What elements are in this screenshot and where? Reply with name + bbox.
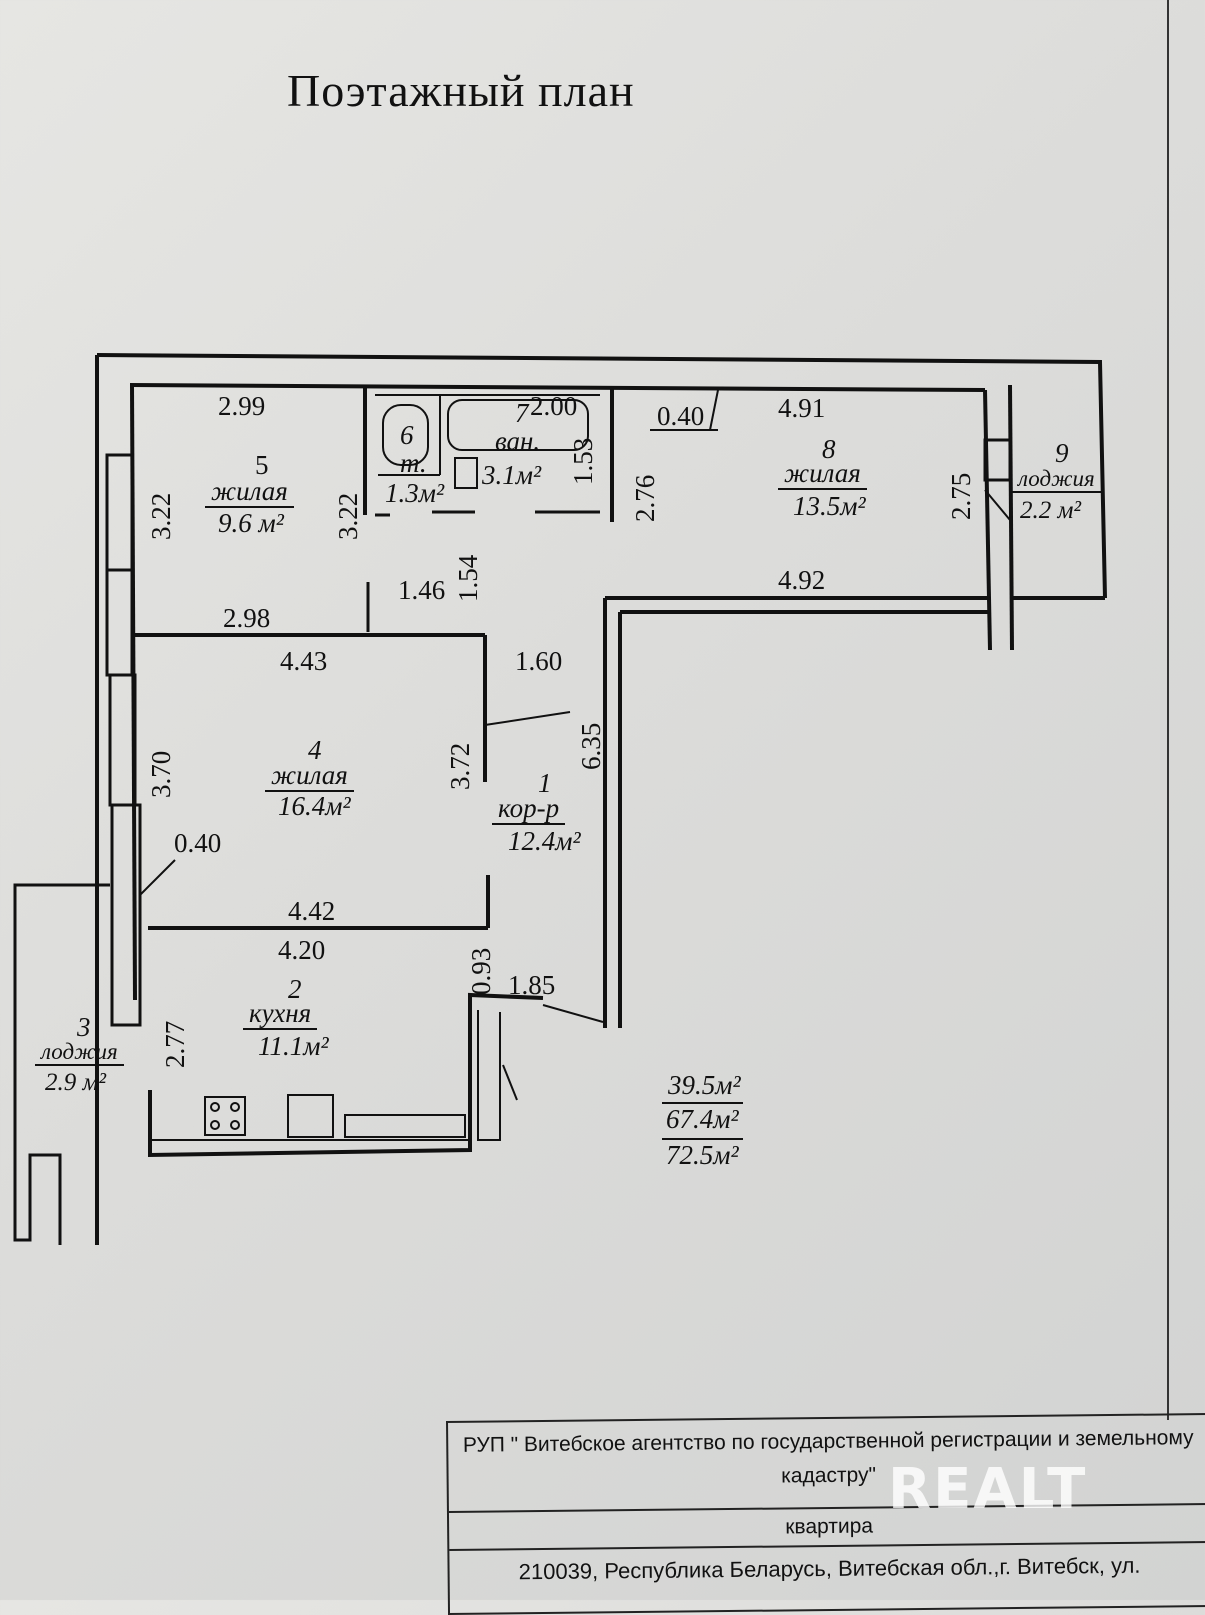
room-5-area: 9.6 м² — [218, 508, 284, 538]
dimension: 2.75 — [946, 472, 976, 520]
room-7-area: 3.1м² — [482, 460, 542, 490]
dimension: 3.70 — [146, 750, 176, 798]
wall — [1008, 384, 1014, 651]
dimension: 1.85 — [508, 970, 556, 1000]
room-9-type: лоджия — [1012, 467, 1101, 493]
room-2-area: 11.1м² — [258, 1031, 329, 1061]
room-9-area: 2.2 м² — [1020, 497, 1081, 524]
room-6-number: 6 — [400, 420, 414, 450]
page-title: Поэтажный план — [287, 65, 635, 116]
room-3-type: лоджия — [35, 1040, 124, 1066]
dimension: 1.54 — [453, 554, 483, 602]
dimension: 4.91 — [778, 393, 826, 423]
toilet — [382, 404, 429, 466]
total-living-area: 39.5м² — [668, 1070, 741, 1100]
room-1-number: 1 — [538, 768, 552, 798]
dimension: 0.40 — [174, 828, 222, 858]
outer-wall — [96, 353, 1107, 599]
room-4-area: 16.4м² — [278, 791, 351, 821]
room-8-area: 13.5м² — [793, 491, 866, 521]
room-9-number: 9 — [1055, 438, 1069, 468]
window — [105, 453, 134, 572]
dimension: 6.35 — [576, 722, 606, 770]
room-5-number: 5 — [255, 450, 269, 480]
dimension: 0.40 — [657, 401, 705, 431]
room-2-number: 2 — [288, 974, 302, 1004]
bathtub — [447, 399, 589, 451]
door-swing — [709, 389, 719, 431]
window — [108, 673, 137, 807]
dimension: 3.22 — [146, 492, 176, 540]
room-6-area: 1.3м² — [385, 478, 445, 508]
dimension: 4.20 — [278, 935, 326, 965]
dimension: 4.92 — [778, 565, 826, 595]
loggia-3-wall — [13, 883, 110, 1245]
dimension: 3.22 — [333, 492, 363, 540]
room-1-area: 12.4м² — [508, 826, 581, 856]
window — [105, 568, 134, 677]
stove — [204, 1096, 246, 1136]
window — [983, 438, 1012, 482]
dimension: 4.42 — [288, 896, 336, 926]
room-4-number: 4 — [308, 735, 322, 765]
realt-watermark: REALT — [888, 1457, 1088, 1522]
total-area-with-loggias: 72.5м² — [662, 1138, 743, 1169]
door-swing — [139, 859, 176, 896]
room-3-area: 2.9 м² — [45, 1069, 106, 1096]
room-7-type: ван. — [495, 426, 541, 456]
page-edge — [1167, 0, 1169, 1420]
countertop — [344, 1114, 466, 1138]
dimension: 1.60 — [515, 646, 563, 676]
dimension: 2.00 — [530, 391, 578, 421]
dimension: 2.98 — [223, 603, 271, 633]
door-swing — [502, 1064, 518, 1101]
address: 210039, Республика Беларусь, Витебская о… — [518, 1552, 1141, 1585]
room-5-type: жилая — [205, 478, 294, 508]
kitchen-sink — [287, 1094, 334, 1138]
title-block: РУП " Витебское агентство по государстве… — [446, 1413, 1205, 1615]
room-8-type: жилая — [778, 460, 867, 490]
room-8-number: 8 — [822, 434, 836, 464]
room-6-type: т. — [400, 448, 427, 478]
room-4-type: жилая — [265, 762, 354, 792]
dimension: 1.46 — [398, 575, 446, 605]
window — [110, 803, 142, 1027]
door-swing — [542, 1004, 604, 1023]
door-swing — [484, 711, 571, 726]
total-area: 67.4м² — [662, 1102, 743, 1133]
dimension: 4.43 — [280, 646, 328, 676]
room-7-number: 7 — [515, 398, 529, 428]
dimension: 2.77 — [160, 1020, 190, 1068]
inner-top-wall — [129, 383, 986, 392]
sink — [454, 457, 478, 489]
room-1-type: кор-р — [492, 795, 566, 825]
dimension: 3.72 — [445, 742, 475, 790]
kitchen-wall — [148, 992, 544, 1158]
dimension: 1.53 — [568, 437, 598, 485]
room-3-number: 3 — [77, 1012, 91, 1042]
dimension: 0.93 — [466, 947, 496, 995]
dimension: 2.99 — [218, 391, 266, 421]
dimension: 2.76 — [630, 474, 660, 522]
organization-name: РУП " Витебское агентство по государстве… — [448, 1415, 1205, 1513]
wall — [983, 389, 992, 651]
room-2-type: кухня — [243, 1000, 318, 1030]
